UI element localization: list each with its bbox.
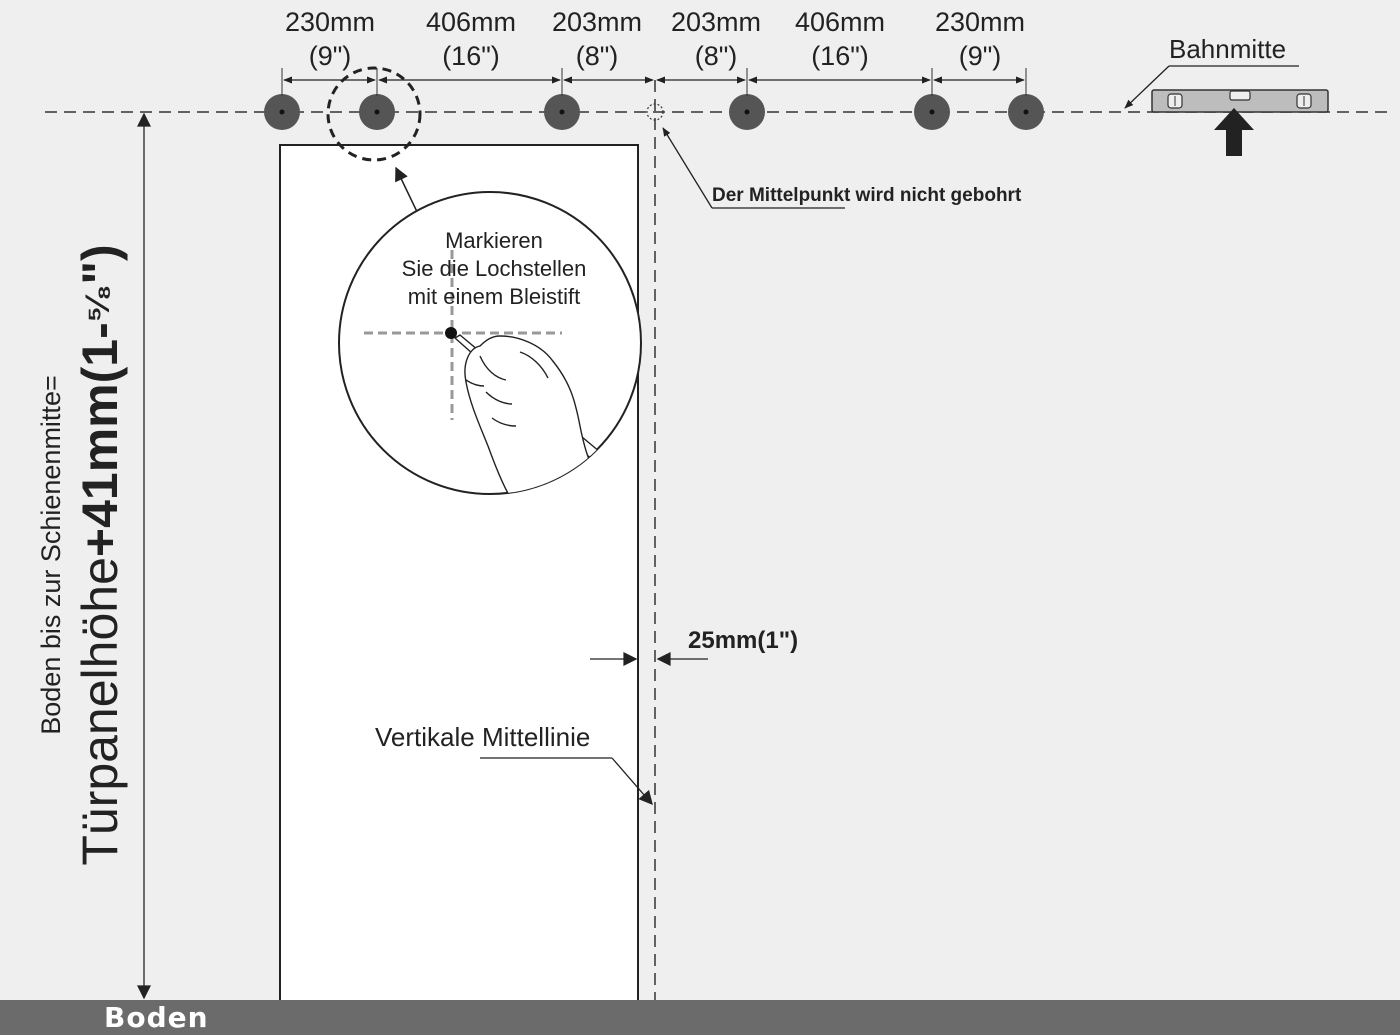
center-note: Der Mittelpunkt wird nicht gebohrt bbox=[662, 127, 1022, 209]
vertical-centerline-label: Vertikale Mittellinie bbox=[375, 722, 590, 752]
height-formula-line1: Boden bis zur Schienenmitte= bbox=[36, 375, 66, 735]
hole-5 bbox=[914, 94, 950, 130]
dim-1-mm: 230mm bbox=[285, 7, 375, 37]
up-arrow-icon bbox=[1214, 108, 1254, 156]
height-formula: Boden bis zur Schienenmitte= Türpanelhöh… bbox=[34, 244, 130, 865]
dim-5-inch: (16") bbox=[811, 41, 869, 71]
dim-6-mm: 230mm bbox=[935, 7, 1025, 37]
dim-3-mm: 203mm bbox=[552, 7, 642, 37]
dimension-ticks bbox=[281, 68, 1027, 96]
height-formula-line2: Türpanelhöhe+41mm(1-⁵⁄₈") bbox=[68, 244, 130, 865]
dim-4-mm: 203mm bbox=[671, 7, 761, 37]
dim-2-inch: (16") bbox=[442, 41, 500, 71]
track-center-label: Bahnmitte bbox=[1169, 34, 1286, 64]
zoom-detail: Markieren Sie die Lochstellen mit einem … bbox=[338, 191, 642, 495]
hole-markers bbox=[264, 94, 1044, 130]
hole-4 bbox=[729, 94, 765, 130]
spirit-level-icon bbox=[1151, 89, 1329, 113]
dim-6-inch: (9") bbox=[959, 41, 1002, 71]
vertical-centerline-label-group: Vertikale Mittellinie bbox=[375, 722, 653, 806]
height-fraction: ⁵⁄₈ bbox=[79, 284, 117, 323]
mark-line-1: Markieren bbox=[445, 228, 543, 253]
hole-2 bbox=[359, 94, 395, 130]
dim-3-inch: (8") bbox=[576, 41, 619, 71]
height-close: ") bbox=[72, 244, 128, 285]
hole-3 bbox=[544, 94, 580, 130]
hand-pencil-icon bbox=[454, 334, 601, 494]
highlight-circle bbox=[326, 66, 422, 162]
mark-line-3: mit einem Bleistift bbox=[408, 284, 580, 309]
hole-1 bbox=[264, 94, 300, 130]
dim-1-inch: (9") bbox=[309, 41, 352, 71]
dim-2-mm: 406mm bbox=[426, 7, 516, 37]
tolerance-dimension: 25mm(1") bbox=[590, 627, 798, 666]
height-word: Türpanelhöhe bbox=[72, 557, 128, 866]
height-plus: +41mm(1- bbox=[72, 322, 128, 558]
zoom-leader bbox=[395, 166, 421, 219]
floor-label: Boden bbox=[104, 1001, 209, 1034]
track-center-label-group: Bahnmitte bbox=[1124, 34, 1299, 109]
mark-line-2: Sie die Lochstellen bbox=[402, 256, 587, 281]
floor-bar bbox=[0, 1000, 1400, 1035]
center-point-marker bbox=[646, 103, 664, 121]
hole-6 bbox=[1008, 94, 1044, 130]
dimension-labels: 230mm (9") 406mm (16") 203mm (8") 203mm … bbox=[285, 7, 1025, 71]
dim-4-inch: (8") bbox=[695, 41, 738, 71]
tolerance-label: 25mm(1") bbox=[688, 627, 798, 654]
dim-5-mm: 406mm bbox=[795, 7, 885, 37]
center-note-text: Der Mittelpunkt wird nicht gebohrt bbox=[712, 185, 1022, 206]
